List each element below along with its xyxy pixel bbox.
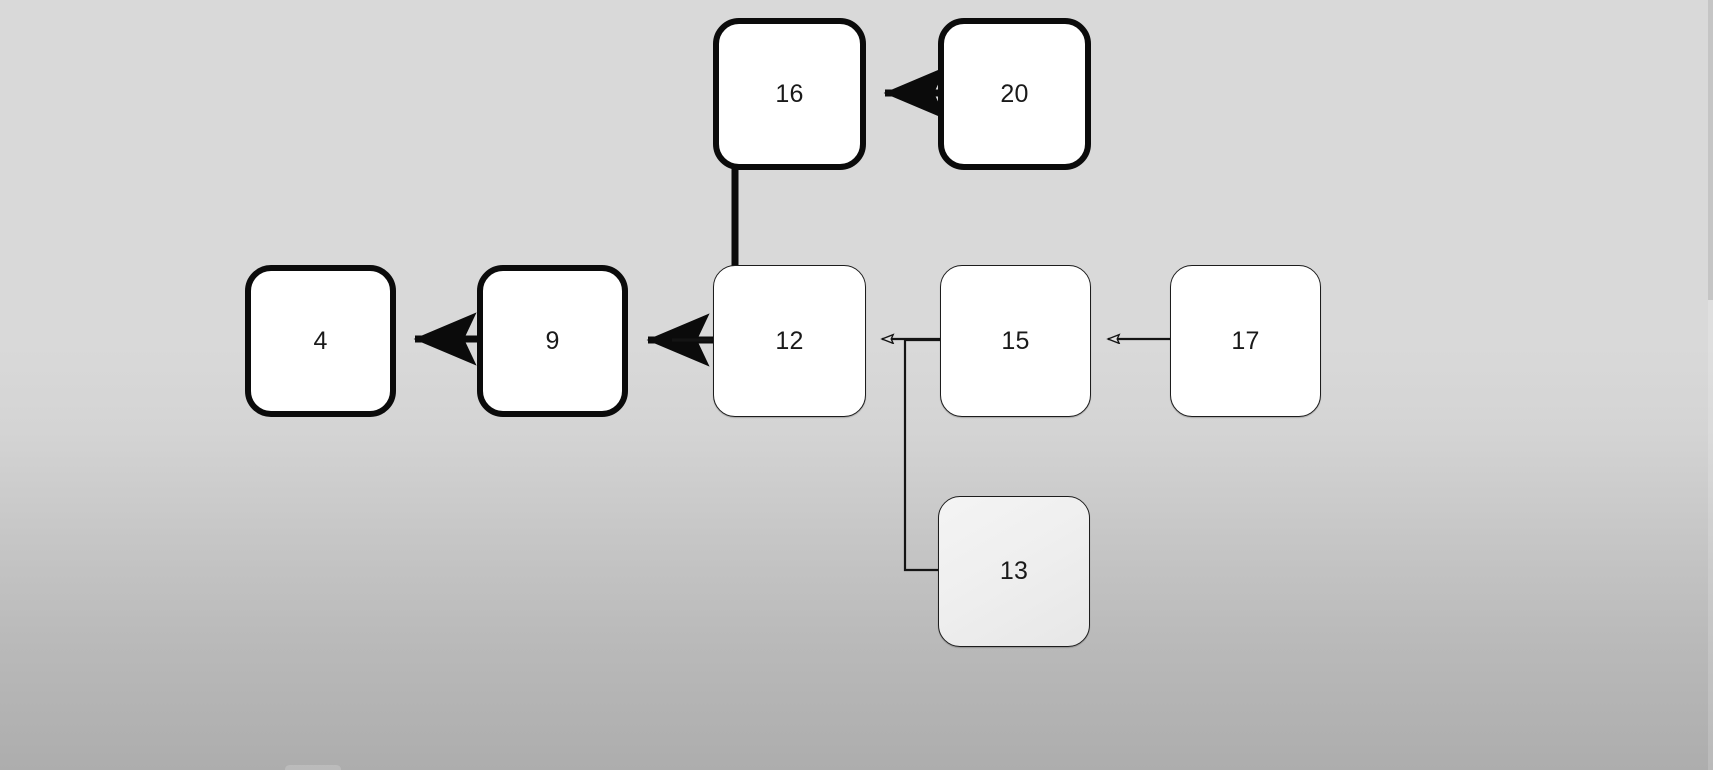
node-13[interactable]: 13 [938, 496, 1090, 647]
node-17[interactable]: 17 [1170, 265, 1321, 417]
node-9[interactable]: 9 [477, 265, 628, 417]
node-label: 16 [775, 79, 804, 108]
node-label: 12 [775, 326, 804, 355]
vertical-scrollbar-thumb[interactable] [1708, 0, 1713, 300]
node-4[interactable]: 4 [245, 265, 396, 417]
node-label: 17 [1231, 326, 1260, 355]
node-12[interactable]: 12 [713, 265, 866, 417]
node-label: 13 [999, 557, 1029, 585]
node-20[interactable]: 20 [938, 18, 1091, 170]
vertical-scrollbar[interactable] [1708, 0, 1713, 770]
bottom-drag-handle[interactable] [285, 765, 341, 770]
node-label: 9 [545, 326, 560, 355]
node-16[interactable]: 16 [713, 18, 866, 170]
node-label: 15 [1001, 326, 1030, 355]
node-label: 4 [313, 326, 328, 355]
node-label: 20 [1000, 79, 1029, 108]
node-15[interactable]: 15 [940, 265, 1091, 417]
edge-13-to-12 [903, 338, 940, 572]
